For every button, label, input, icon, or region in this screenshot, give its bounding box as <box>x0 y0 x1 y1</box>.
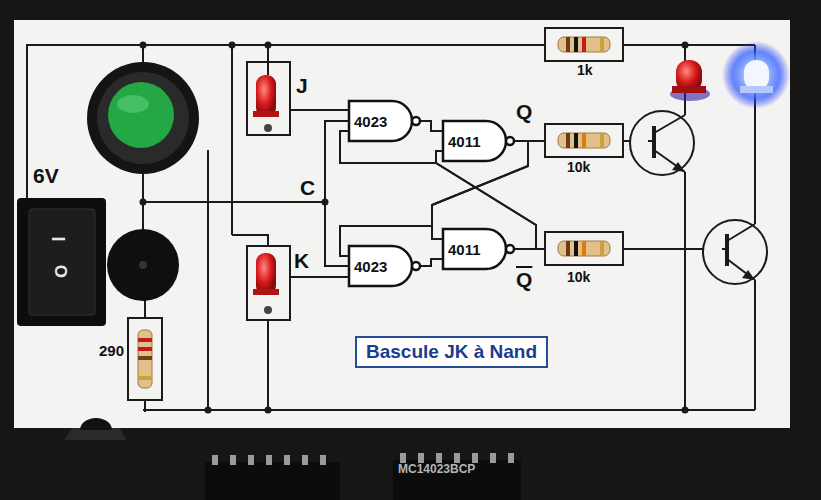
gate-number: 4023 <box>354 258 387 275</box>
resistor-value: 1k <box>577 63 593 78</box>
supply-voltage: 6V <box>33 164 59 187</box>
inverter-bubble <box>506 245 514 253</box>
gate-number: 4011 <box>448 133 481 150</box>
resistor-value: 290 <box>99 343 124 360</box>
gate-outline <box>443 229 506 269</box>
resistor-symbol <box>545 28 623 265</box>
buzzer <box>107 229 179 301</box>
led-block <box>247 62 290 320</box>
gate-outline <box>349 101 412 141</box>
diagram-title: Bascule JK à Nand <box>366 341 537 362</box>
transistor-part <box>64 418 126 440</box>
junction-dots <box>140 42 689 414</box>
wires <box>27 45 755 412</box>
nand-gate: 4011 <box>442 120 514 162</box>
wire-connector <box>340 131 536 249</box>
gate-number: 4011 <box>448 241 481 258</box>
inverter-bubble <box>412 262 420 270</box>
signal-name: C <box>300 176 315 199</box>
resistor-symbol <box>128 318 162 400</box>
transistor-symbol <box>630 111 767 284</box>
nand-gate: 4011 <box>442 228 514 270</box>
switch-mark: O <box>50 265 69 278</box>
gate-number: 4023 <box>354 113 387 130</box>
wire-connector <box>420 121 442 131</box>
board <box>14 20 790 428</box>
signal-name: J <box>296 74 308 97</box>
nand-gate: 4023 <box>348 245 420 287</box>
output-name: Q <box>516 100 532 123</box>
push-button <box>87 62 199 174</box>
chip-marking: MC14023BCP <box>398 463 475 476</box>
nand-gate: 4023 <box>348 100 420 142</box>
signal-name: K <box>294 249 309 272</box>
resistor-value: 10k <box>567 270 590 285</box>
wire-connector <box>420 259 442 266</box>
resistor-value: 10k <box>567 160 590 175</box>
transistor-arrow <box>672 162 755 280</box>
switch-mark: I <box>48 236 68 241</box>
rocker-switch <box>17 198 106 326</box>
inverter-bubble <box>412 117 420 125</box>
output-led <box>670 41 790 109</box>
inverter-bubble <box>506 137 514 145</box>
gate-outline <box>349 246 412 286</box>
ic-chips <box>205 453 521 500</box>
output-name: Q <box>516 268 532 291</box>
title-box: Bascule JK à Nand <box>355 336 548 368</box>
gate-outline <box>443 121 506 161</box>
